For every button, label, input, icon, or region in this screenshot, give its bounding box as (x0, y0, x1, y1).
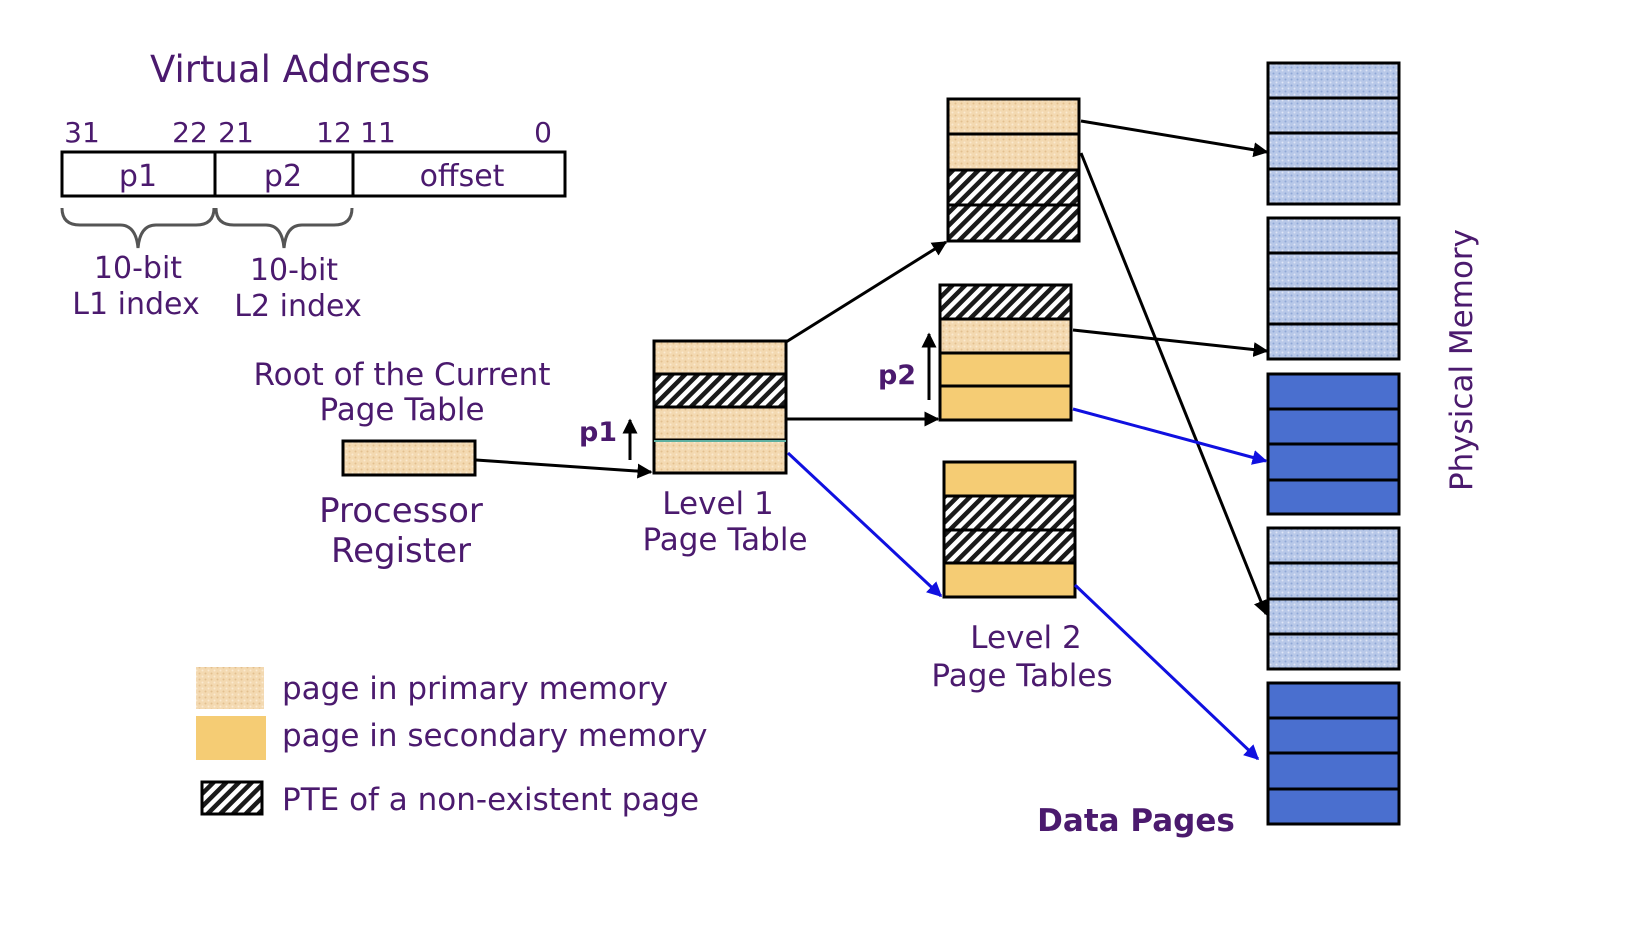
virtual-address-title: Virtual Address (150, 48, 430, 91)
l2-index-bits: 10-bit (250, 253, 338, 288)
data-page-3-block (1266, 478, 1401, 516)
l2-index-label: L2 index (234, 289, 361, 324)
l2b-entry-nonexistent (938, 283, 1073, 321)
legend: page in primary memory page in secondary… (196, 667, 707, 818)
data-page-5 (1266, 681, 1401, 826)
p1-marker: p1 (579, 417, 617, 448)
l1-entry-primary (652, 339, 788, 376)
legend-primary-swatch (196, 667, 264, 709)
l2c-entry-secondary (942, 561, 1077, 599)
field-p2: p2 (264, 159, 302, 194)
data-page-5-block (1266, 751, 1401, 791)
l1-index-brace (60, 207, 216, 249)
l2c-entry-secondary (942, 460, 1077, 498)
l2c-entry-nonexistent (942, 494, 1077, 532)
l2-top-to-data-page-1-arrow (1080, 119, 1269, 158)
level2-table-middle (938, 283, 1073, 422)
l2b-entry-primary (938, 317, 1073, 355)
l2-bottom-to-data-page-5-arrow (1073, 583, 1260, 761)
bit-21-label: 21 (218, 116, 254, 149)
data-pages-label: Data Pages (1037, 803, 1235, 839)
legend-primary-label: page in primary memory (282, 671, 668, 707)
legend-secondary-swatch (196, 716, 266, 760)
l1-index-label: L1 index (72, 287, 199, 322)
l2-middle-to-data-page-3-arrow (1072, 407, 1268, 465)
level2-table-bottom (942, 460, 1077, 599)
l1-index-bits: 10-bit (94, 251, 182, 286)
l1-to-l2-top-arrow (785, 240, 948, 344)
data-page-4 (1266, 526, 1401, 671)
data-page-1-block (1266, 61, 1401, 100)
bit-11-label: 11 (360, 116, 396, 149)
legend-nonexistent-label: PTE of a non-existent page (282, 782, 699, 818)
address-box (60, 150, 567, 198)
legend-nonexistent-swatch (200, 780, 264, 816)
l2-top-to-data-page-4-arrow (1079, 152, 1268, 616)
data-page-5-block (1266, 716, 1401, 755)
register-label-line2: Register (331, 531, 471, 571)
l2a-entry-nonexistent (946, 203, 1081, 243)
l2-middle-to-data-page-2-arrow (1072, 328, 1269, 358)
bit-22-label: 22 (172, 116, 208, 149)
l2c-entry-nonexistent (942, 528, 1077, 565)
l2b-entry-secondary (938, 351, 1073, 388)
l1-entry-primary (652, 405, 788, 442)
processor-register-box (341, 439, 477, 477)
data-page-4-block (1266, 526, 1401, 565)
register-to-l1-arrow (475, 458, 653, 479)
level1-label-line1: Level 1 (662, 486, 773, 522)
legend-secondary-label: page in secondary memory (282, 718, 707, 754)
virtual-address: Virtual Address 31 22 21 12 11 0 p1 p2 o… (60, 48, 567, 324)
data-page-2-block (1266, 322, 1401, 361)
level1-label-line2: Page Table (642, 522, 807, 558)
data-page-2 (1266, 216, 1401, 361)
l2b-entry-secondary (938, 384, 1073, 422)
data-page-3 (1266, 372, 1401, 516)
data-page-1-block (1266, 167, 1401, 206)
l2a-entry-primary (946, 132, 1081, 172)
bit-31-label: 31 (64, 116, 100, 149)
field-p1: p1 (119, 159, 157, 194)
level2-label-line1: Level 2 (970, 620, 1081, 656)
l1-entry-primary (652, 438, 788, 475)
data-page-4-block (1266, 597, 1401, 636)
l1-to-l2-bottom-arrow (786, 451, 943, 598)
data-page-4-block (1266, 561, 1401, 601)
data-page-1-block (1266, 96, 1401, 135)
level2-label-line2: Page Tables (931, 658, 1112, 694)
l2a-entry-nonexistent (946, 168, 1081, 207)
data-page-3-block (1266, 407, 1401, 446)
data-page-1-block (1266, 131, 1401, 171)
l1-entry-nonexistent (652, 372, 788, 409)
data-page-2-block (1266, 251, 1401, 291)
data-page-2-block (1266, 216, 1401, 255)
data-page-2-block (1266, 287, 1401, 326)
l2-index-brace (214, 207, 354, 249)
data-page-3-block (1266, 442, 1401, 482)
l2a-entry-primary (946, 97, 1081, 136)
level2-table-top (946, 97, 1081, 243)
root-label-line1: Root of the Current (254, 357, 551, 393)
p2-marker: p2 (878, 360, 916, 391)
bit-0-label: 0 (534, 116, 552, 149)
root-label-line2: Page Table (319, 392, 484, 428)
data-page-1 (1266, 61, 1401, 206)
level1-page-table (652, 339, 788, 475)
data-page-5-block (1266, 787, 1401, 826)
field-offset: offset (420, 159, 505, 194)
physical-memory-label: Physical Memory (1444, 229, 1480, 491)
data-page-3-block (1266, 372, 1401, 411)
data-page-5-block (1266, 681, 1401, 720)
data-page-4-block (1266, 632, 1401, 671)
bit-12-label: 12 (316, 116, 352, 149)
register-label-line1: Processor (319, 491, 483, 531)
